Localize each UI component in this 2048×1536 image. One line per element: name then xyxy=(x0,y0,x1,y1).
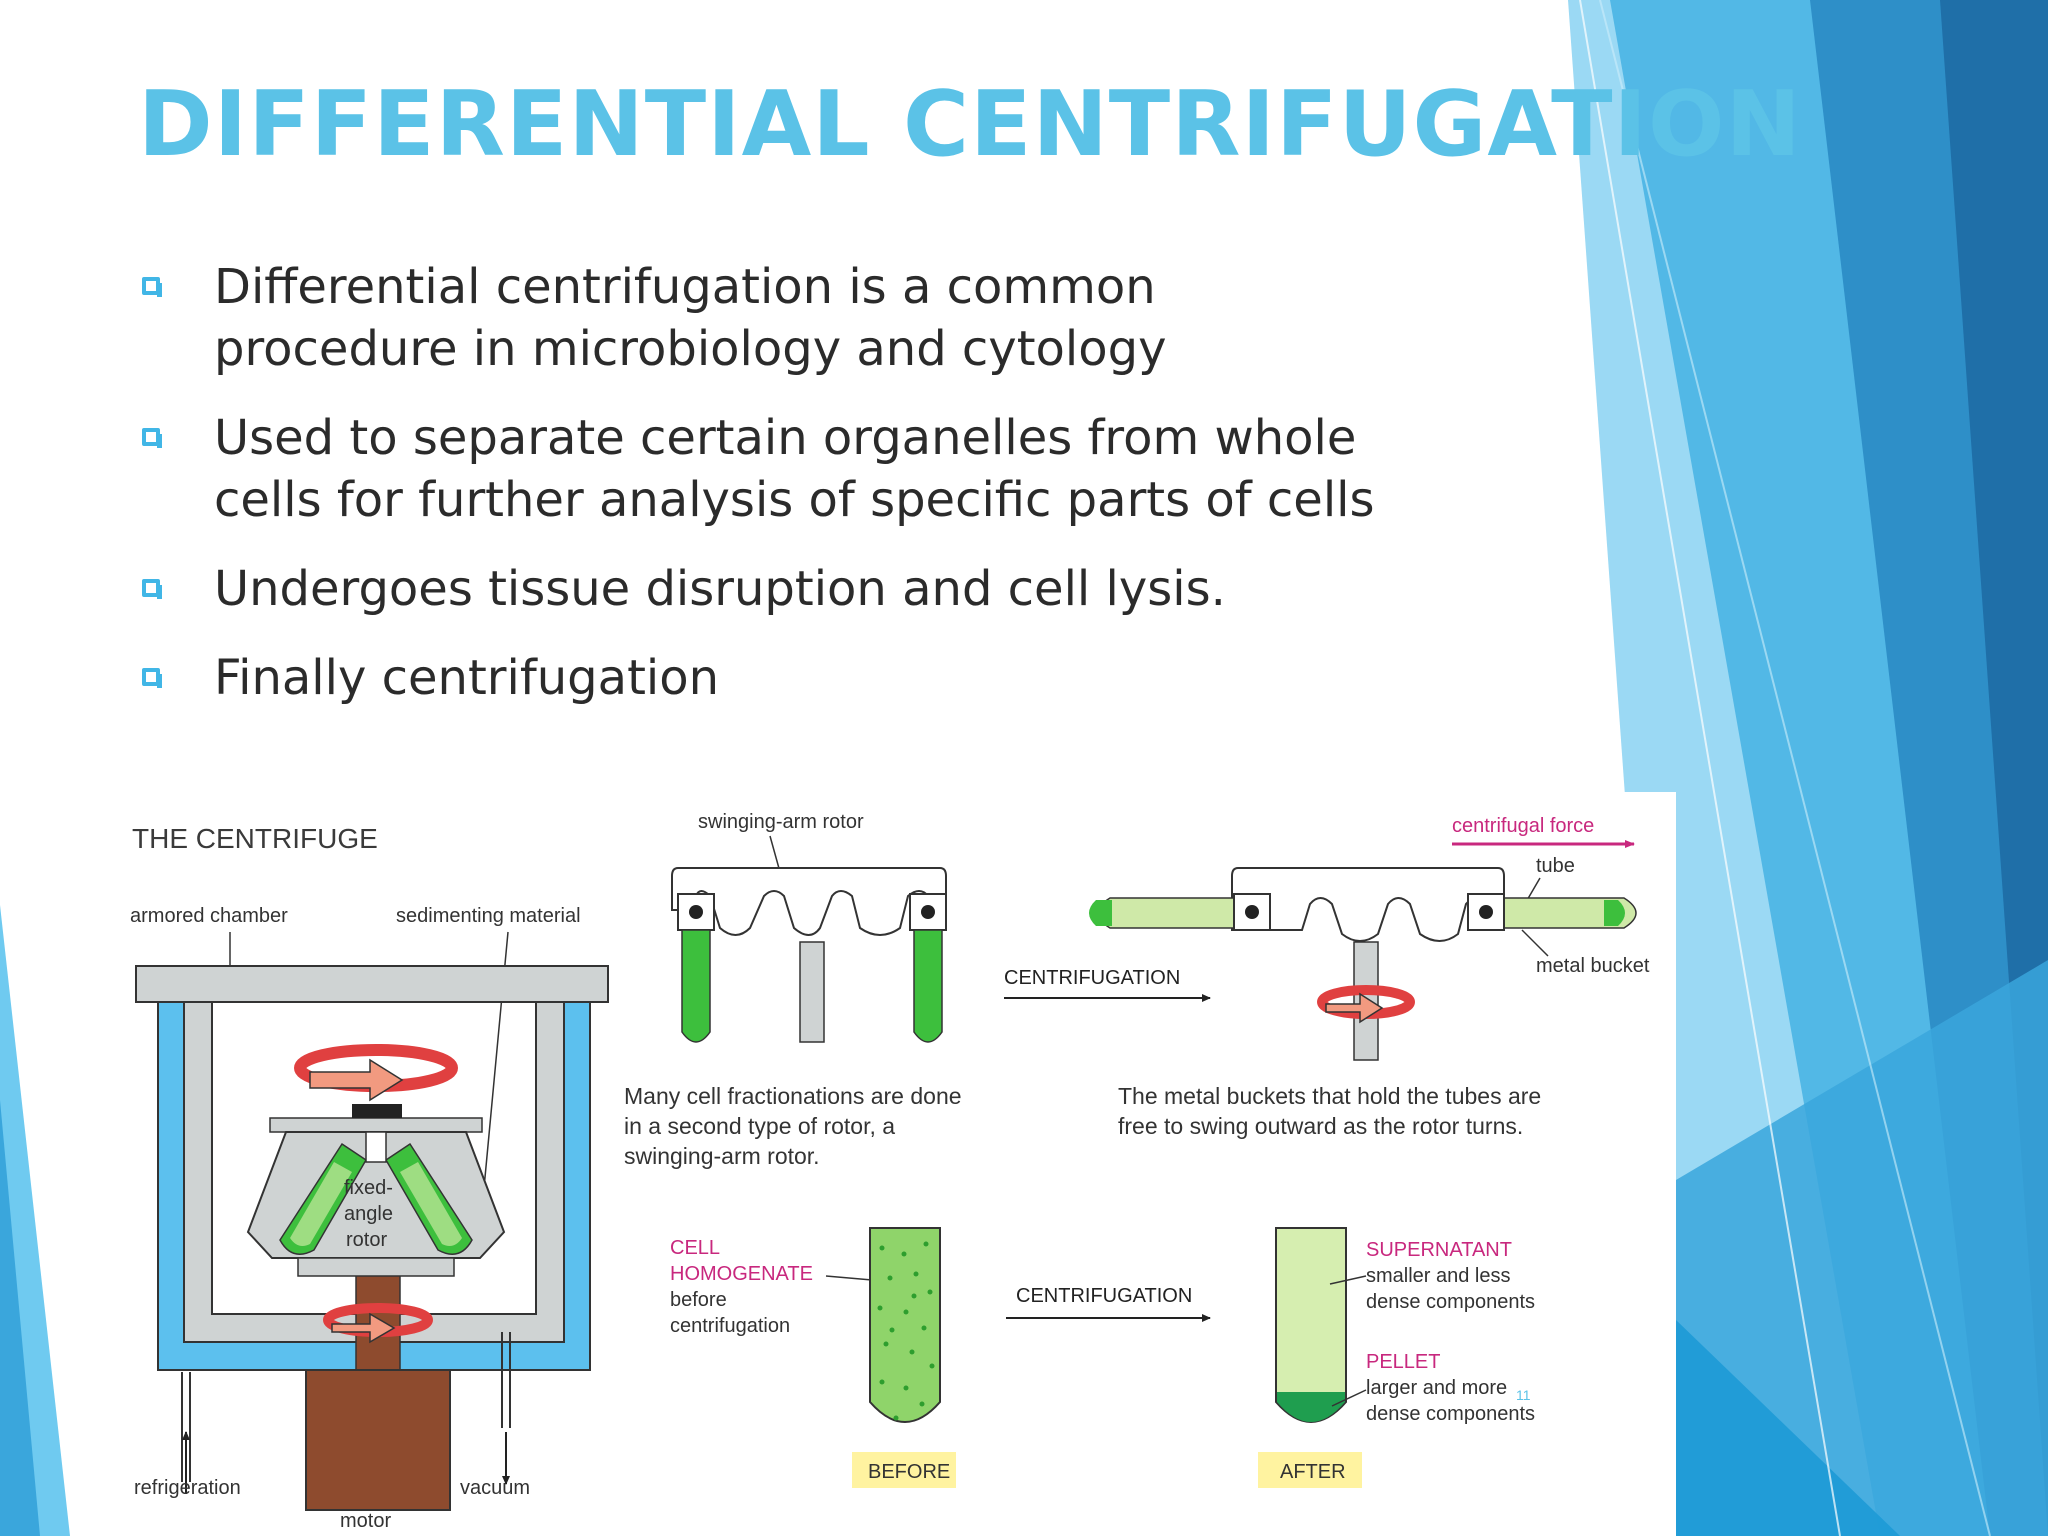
bullet-item: Undergoes tissue disruption and cell lys… xyxy=(138,558,1398,620)
caption-right-line2: free to swing outward as the rotor turns… xyxy=(1118,1113,1523,1139)
tube-spin-right xyxy=(1503,897,1637,929)
vacuum-label: vacuum xyxy=(460,1477,530,1499)
fractionation-panel: CELL HOMOGENATE before centrifugation BE… xyxy=(670,1227,1535,1488)
square-bullet-icon xyxy=(142,579,162,599)
homogenate-particles xyxy=(877,1241,935,1421)
slide-title: DIFFERENTIAL CENTRIFUGATION xyxy=(138,72,1802,177)
centrifuge-panel: THE CENTRIFUGE armored chamber sedimenti… xyxy=(130,823,609,1532)
bullet-text: Used to separate certain organelles from… xyxy=(214,410,1375,528)
caption-right-line1: The metal buckets that hold the tubes ar… xyxy=(1118,1083,1541,1109)
bullet-list: Differential centrifugation is a common … xyxy=(138,256,1398,736)
armored-chamber-label: armored chamber xyxy=(130,905,288,927)
bullet-text: Differential centrifugation is a common … xyxy=(214,259,1167,377)
bullet-item: Used to separate certain organelles from… xyxy=(138,407,1398,531)
rotor-label-line1: fixed- xyxy=(344,1177,393,1199)
swinging-rotor-rest xyxy=(671,867,947,936)
pellet-desc-line2: dense components xyxy=(1366,1403,1535,1425)
caption-left-line1: Many cell fractionations are done xyxy=(624,1083,962,1109)
bullet-item: Finally centrifugation xyxy=(138,647,1398,709)
before-desc-line1: before xyxy=(670,1289,727,1311)
pellet-label: PELLET xyxy=(1366,1351,1440,1373)
bullet-text: Undergoes tissue disruption and cell lys… xyxy=(214,561,1226,617)
centrifugal-force-label: centrifugal force xyxy=(1452,815,1594,837)
swinging-rotor-spin xyxy=(1231,867,1505,942)
caption-left-line2: in a second type of rotor, a xyxy=(624,1113,895,1139)
rotor-label-line3: rotor xyxy=(346,1229,387,1251)
sedimenting-material-label: sedimenting material xyxy=(396,905,581,927)
swinging-arm-panel: swinging-arm rotor CENTRIFUGATION centri… xyxy=(624,811,1650,1169)
after-tag xyxy=(1258,1452,1362,1488)
caption-left-line3: swinging-arm rotor. xyxy=(624,1143,820,1169)
centrifuge-heading: THE CENTRIFUGE xyxy=(132,823,378,854)
bullet-text: Finally centrifugation xyxy=(214,650,720,706)
before-tag xyxy=(852,1452,956,1488)
swinging-arm-rotor-label: swinging-arm rotor xyxy=(698,811,864,833)
page-number: 11 xyxy=(1516,1387,1531,1403)
motor-label: motor xyxy=(340,1510,391,1532)
centrifugation-label-top: CENTRIFUGATION xyxy=(1004,967,1180,989)
square-bullet-icon xyxy=(142,277,162,297)
square-bullet-icon xyxy=(142,668,162,688)
armored-chamber-lid xyxy=(135,965,609,1003)
bullet-item: Differential centrifugation is a common … xyxy=(138,256,1398,380)
metal-bucket-label: metal bucket xyxy=(1536,955,1650,977)
pellet-desc-line1: larger and more xyxy=(1366,1377,1507,1399)
centrifugation-diagram: THE CENTRIFUGE armored chamber sedimenti… xyxy=(130,811,1650,1532)
refrigeration-label: refrigeration xyxy=(134,1477,241,1499)
rotor-label-line2: angle xyxy=(344,1203,393,1225)
armored-chamber xyxy=(183,1001,565,1343)
after-label: AFTER xyxy=(1280,1461,1346,1483)
cell-label: CELL xyxy=(670,1237,720,1259)
centrifuge-figure: THE CENTRIFUGE armored chamber sedimenti… xyxy=(120,792,1676,1536)
tube-rest-left xyxy=(681,929,711,1043)
motor xyxy=(305,1369,451,1511)
pellet xyxy=(1277,1392,1345,1422)
supernatant-desc-line1: smaller and less xyxy=(1366,1265,1511,1287)
before-label: BEFORE xyxy=(868,1461,950,1483)
before-desc-line2: centrifugation xyxy=(670,1315,790,1337)
tube-label: tube xyxy=(1536,855,1575,877)
tube-rest-right xyxy=(913,929,943,1043)
centrifugation-label-bottom: CENTRIFUGATION xyxy=(1016,1285,1192,1307)
square-bullet-icon xyxy=(142,428,162,448)
supernatant-label: SUPERNATANT xyxy=(1366,1239,1512,1261)
tube-spin-left xyxy=(1097,897,1237,929)
tube-before xyxy=(869,1227,941,1423)
homogenate-label: HOMOGENATE xyxy=(670,1263,813,1285)
supernatant-desc-line2: dense components xyxy=(1366,1291,1535,1313)
